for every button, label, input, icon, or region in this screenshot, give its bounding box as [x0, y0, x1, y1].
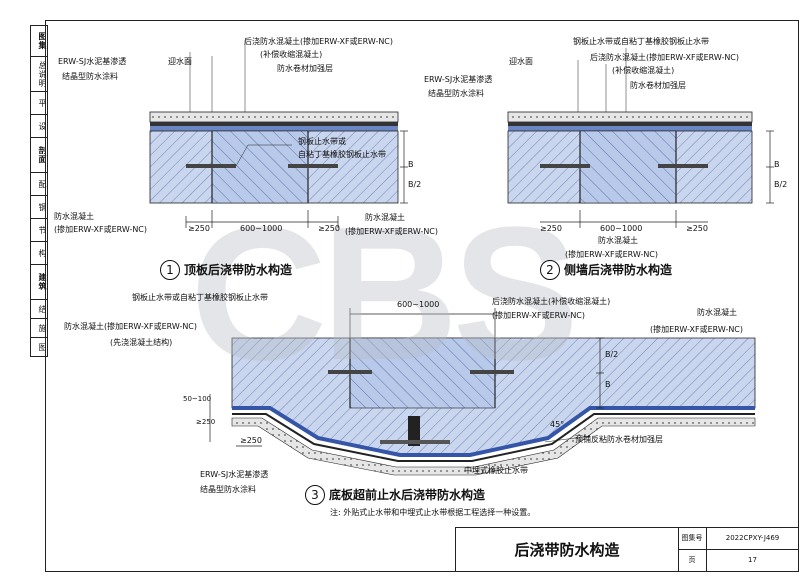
sidebar-item: 图 [38, 342, 47, 352]
fig2-surface-label: 迎水面 [509, 57, 533, 66]
fig2-number: 2 [540, 260, 560, 280]
fig1-title: 1 顶板后浇带防水构造 [160, 260, 292, 280]
drawing-frame [45, 20, 799, 572]
fig1-coating-label-1: ERW-SJ水泥基渗透 [58, 57, 127, 66]
fig2-waterstop-label: 钢板止水带或自粘丁基橡胶钢板止水带 [573, 37, 709, 46]
fig3-note: 注: 外贴式止水带和中埋式止水带根据工程选择一种设置。 [330, 508, 536, 517]
page-number: 17 [748, 556, 757, 564]
fig1-membrane-label: 防水卷材加强层 [277, 64, 333, 73]
fig3-conc-left-label-1: 防水混凝土(掺加ERW-XF或ERW-NC) [64, 322, 198, 331]
fig1-dim-left: ≥250 [188, 224, 210, 233]
fig2-post-concrete-label: 后浇防水混凝土(掺加ERW-XF或ERW-NC) [590, 53, 740, 62]
fig1-conc-left-label-1: 防水混凝土 [54, 212, 94, 221]
fig3-dim-b2: B/2 [605, 350, 619, 359]
drawing-title: 后浇带防水构造 [456, 528, 679, 571]
fig3-subbase [231, 417, 756, 476]
fig3-waterstop-label: 钢板止水带或自粘丁基橡胶钢板止水带 [132, 293, 268, 302]
sidebar-item: 平 [31, 92, 47, 115]
fig3-embedded-waterstop [408, 416, 420, 446]
fig3-dim-left-1: 50~100 [183, 395, 212, 403]
fig1-dim-right: ≥250 [318, 224, 340, 233]
sidebar-item: 设 [31, 115, 47, 138]
fig2-title-text: 侧墙后浇带防水构造 [564, 263, 673, 277]
fig1-drawing [149, 40, 408, 228]
watermark: CBS [190, 188, 579, 400]
fig3-dim-mid: 600~1000 [397, 300, 440, 309]
fig1-coating [150, 126, 398, 131]
fig3-membrane [232, 413, 755, 462]
fig3-post-concrete-label-1: 后浇防水混凝土(补偿收缩混凝土) [492, 297, 611, 306]
fig2-dim-b: B [774, 160, 780, 169]
sidebar-item: 节 [31, 219, 47, 242]
fig3-conc-right-label-1: 防水混凝土 [697, 308, 737, 317]
fig3-angle: 45° [550, 420, 565, 429]
fig3-membrane-label: 预铺反粘防水卷材加强层 [575, 435, 663, 444]
fig2-membrane-label: 防水卷材加强层 [630, 81, 686, 90]
title-block: 后浇带防水构造 图集号 2022CPXY-J469 页 17 [455, 527, 798, 571]
sidebar-item: 钢 [31, 196, 47, 219]
fig1-dim-b2: B/2 [408, 180, 422, 189]
atlas-label: 图集号 [678, 528, 707, 550]
fig1-membrane [150, 122, 398, 126]
fig1-waterstop-right [288, 164, 338, 168]
fig1-coating-label-2: 结晶型防水涂料 [62, 72, 118, 81]
fig2-drawing [507, 48, 774, 228]
sidebar-item: 构 [31, 242, 47, 265]
sidebar-item: 结 [31, 300, 47, 319]
fig2-conc-label-2: (掺加ERW-XF或ERW-NC) [565, 250, 659, 259]
fig1-waterstop-label-1: 钢板止水带或 [298, 137, 346, 146]
fig1-title-text: 顶板后浇带防水构造 [184, 263, 293, 277]
fig3-dim-b: B [605, 380, 611, 389]
fig1-number: 1 [160, 260, 180, 280]
fig1-conc-right-label-2: (掺加ERW-XF或ERW-NC) [345, 227, 439, 236]
sidebar-item: 总说明 [31, 57, 47, 92]
fig1-waterstop-label-2: 自粘丁基橡胶钢板止水带 [298, 150, 386, 159]
fig2-conc-label-1: 防水混凝土 [598, 236, 638, 245]
fig3-post-concrete-label-2: (掺加ERW-XF或ERW-NC) [492, 311, 586, 320]
fig2-coating-label-2: 结晶型防水涂料 [428, 89, 484, 98]
fig3-conc-right-label-2: (掺加ERW-XF或ERW-NC) [650, 325, 744, 334]
sidebar-item: 建筑 [31, 265, 47, 300]
fig2-dim-left: ≥250 [540, 224, 562, 233]
fig3-title: 3 底板超前止水后浇带防水构造 [305, 485, 485, 505]
fig1-surface-label: 迎水面 [168, 57, 192, 66]
fig2-dim-right: ≥250 [686, 224, 708, 233]
fig3-coating-label-2: 结晶型防水涂料 [200, 485, 256, 494]
fig3-coating [232, 406, 755, 457]
page-label: 页 [678, 550, 707, 571]
fig3-embedded-label: 中埋式橡胶止水带 [464, 466, 528, 475]
fig1-conc-right-label-1: 防水混凝土 [365, 213, 405, 222]
fig3-coating-label-1: ERW-SJ水泥基渗透 [200, 470, 269, 479]
fig1-dim-b: B [408, 160, 414, 169]
fig1-waterstop-left [186, 164, 236, 168]
fig3-title-text: 底板超前止水后浇带防水构造 [329, 488, 486, 502]
fig2-dim-mid: 600~1000 [600, 224, 643, 233]
fig1-conc-left-label-2: (掺加ERW-XF或ERW-NC) [54, 225, 148, 234]
fig2-comp-shrink-label: (补偿收缩混凝土) [612, 66, 675, 75]
fig1-dim-mid: 600~1000 [240, 224, 283, 233]
fig3-conc-left-label-2: (先浇混凝土结构) [110, 338, 173, 347]
fig2-dim-b2: B/2 [774, 180, 788, 189]
fig2-title: 2 侧墙后浇带防水构造 [540, 260, 672, 280]
fig3-dim-left-2: ≥250 [196, 418, 216, 426]
fig2-coating-label-1: ERW-SJ水泥基渗透 [424, 75, 493, 84]
sidebar-index: 图集 总说明 平 设 剖面 配 钢 节 构 建筑 结 施 图 [30, 25, 48, 357]
sidebar-item: 配 [31, 173, 47, 196]
atlas-number: 2022CPXY-J469 [707, 528, 798, 550]
sidebar-item: 图集 [31, 26, 47, 57]
fig3-dim-left-3: ≥250 [240, 436, 262, 445]
fig3-drawing [209, 308, 756, 476]
sidebar-item: 施 [31, 319, 47, 338]
fig3-number: 3 [305, 485, 325, 505]
sidebar-item: 剖面 [31, 138, 47, 173]
fig1-post-concrete-label: 后浇防水混凝土(掺加ERW-XF或ERW-NC) [244, 37, 394, 46]
fig1-top-screed [149, 111, 399, 123]
fig1-comp-shrink-label: (补偿收缩混凝土) [260, 50, 323, 59]
